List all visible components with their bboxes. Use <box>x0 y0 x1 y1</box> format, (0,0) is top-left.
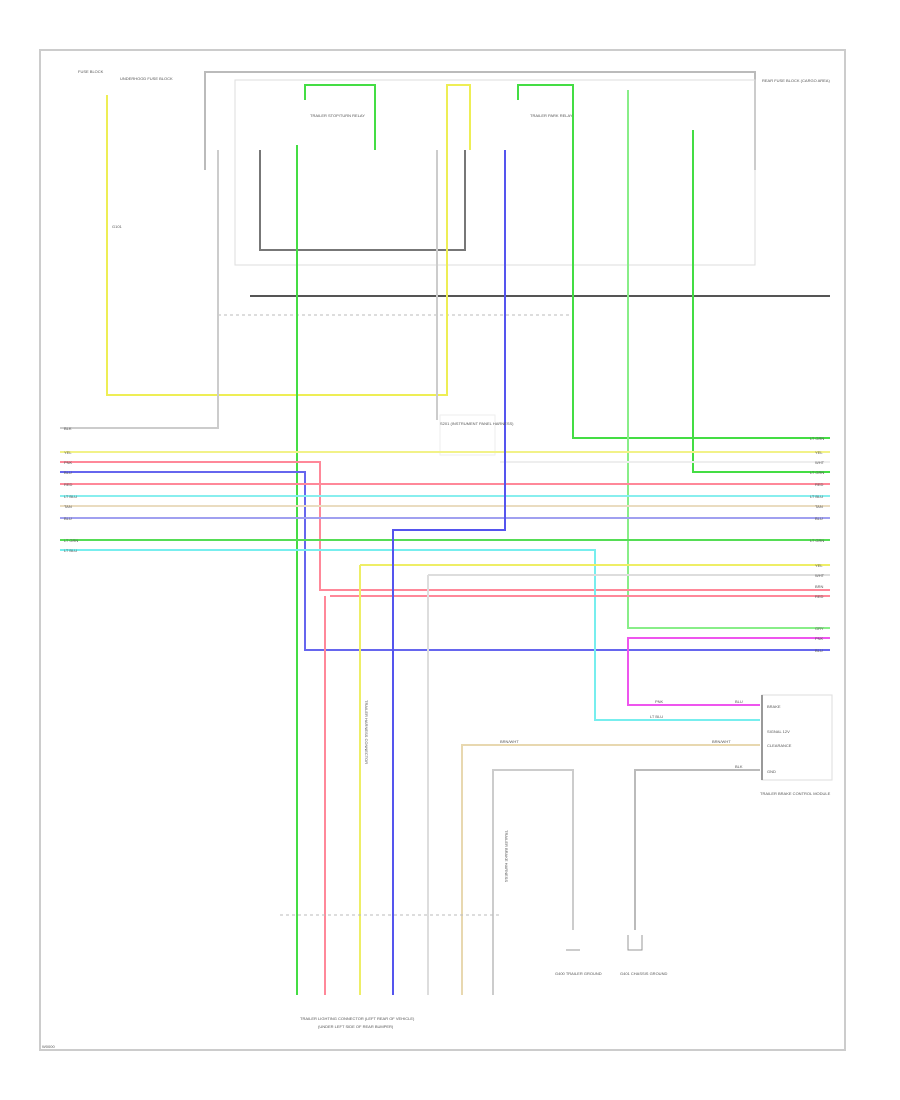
pink-bus <box>60 461 830 591</box>
wire-label: GRY <box>815 626 824 631</box>
wire-label: LT GRN <box>810 470 824 475</box>
fuse-box-outline <box>204 71 756 170</box>
wire-label: TAN <box>64 504 72 509</box>
relay-mid-label: TRAILER PARK RELAY <box>530 113 573 118</box>
wire-label: LT BLU <box>64 548 77 553</box>
gray-wire-harness <box>259 150 466 251</box>
blue-wire-trailer <box>392 150 506 995</box>
wire-label: BLU <box>815 516 823 521</box>
gray-wire-ground <box>492 769 574 995</box>
brake-module-label: TRAILER BRAKE CONTROL MODULE <box>760 791 831 796</box>
wire-label: BRN/WHT <box>712 739 731 744</box>
cyan-bus-2 <box>60 549 760 721</box>
wire-label: LT GRN <box>810 538 824 543</box>
wire-label: BRN <box>815 584 824 589</box>
wire-label: PNK <box>64 460 73 465</box>
green-wire-relay <box>304 84 376 150</box>
wire-label: PNK <box>815 636 824 641</box>
blue-bus <box>60 471 830 651</box>
wire-label: LT BLU <box>650 714 663 719</box>
wire-label: YEL <box>815 563 823 568</box>
gray-wire-left <box>60 150 219 429</box>
wire-label: RED <box>64 482 73 487</box>
wire-label: RED <box>815 482 824 487</box>
wire-label: YEL <box>815 450 823 455</box>
wire-label: LT BLU <box>64 494 77 499</box>
wire-label: RED <box>815 594 824 599</box>
green-wire-right-relay <box>517 84 830 439</box>
wire-label: WHT <box>815 460 825 465</box>
chassis-ground-label: G401 CHASSIS GROUND <box>620 971 667 976</box>
wire-label: BLU <box>64 470 72 475</box>
black-wire-module <box>634 769 760 930</box>
wire-label: BRN/WHT <box>500 739 519 744</box>
diagram-border <box>39 49 846 1051</box>
wire-label: YEL <box>64 450 72 455</box>
tan-wire-trailer <box>461 744 760 995</box>
wire-label: PNK <box>655 699 664 704</box>
module-pin-label: SIGNAL 12V <box>767 729 790 734</box>
ltgreen-wire <box>627 90 830 629</box>
relay-left-label: TRAILER STOP/TURN RELAY <box>310 113 365 118</box>
green-wire-fuse-right <box>692 130 830 473</box>
splice-box <box>439 414 496 456</box>
fuse-block-desc: UNDERHOOD FUSE BLOCK <box>120 76 173 81</box>
harness-mid-label: TRAILER BRAKE HARNESS <box>504 830 509 882</box>
wire-label: LT GRN <box>810 436 824 441</box>
wire-label: TAN <box>815 504 823 509</box>
wire-label: BLK <box>64 426 72 431</box>
wire-label: LT GRN <box>64 538 78 543</box>
module-pin-label: CLEARANCE <box>767 743 792 748</box>
trailer-connector-label: TRAILER LIGHTING CONNECTOR (LEFT REAR OF… <box>300 1016 415 1021</box>
ground-symbol <box>566 935 643 951</box>
wire-label: BLU <box>735 699 743 704</box>
fuse-block-label: FUSE BLOCK <box>78 69 104 74</box>
wire-label: LT BLU <box>810 494 823 499</box>
fuse-block-right-label: REAR FUSE BLOCK (CARGO AREA) <box>762 78 830 83</box>
module-pin-label: GND <box>767 769 776 774</box>
wire-label: BLU <box>815 648 823 653</box>
splice-label: S201 (INSTRUMENT PANEL HARNESS) <box>440 421 514 426</box>
page-code: W0000 <box>42 1044 55 1049</box>
trailer-ground-label: G400 TRAILER GROUND <box>555 971 602 976</box>
module-pin-label: BRAKE <box>767 704 781 709</box>
trailer-connector-label-2: (UNDER LEFT SIDE OF REAR BUMPER) <box>318 1024 394 1029</box>
wire-label: BLK <box>735 764 743 769</box>
wire-label: BLU <box>64 516 72 521</box>
ground-top-label: G101 <box>112 224 123 229</box>
wire-label: WHT <box>815 573 825 578</box>
magenta-wire <box>627 637 830 706</box>
harness-left-label: TRAILER HARNESS CONNECTOR <box>364 700 369 764</box>
underhood-fuse-block <box>234 79 756 266</box>
yellow-wire-fuse <box>106 84 471 396</box>
